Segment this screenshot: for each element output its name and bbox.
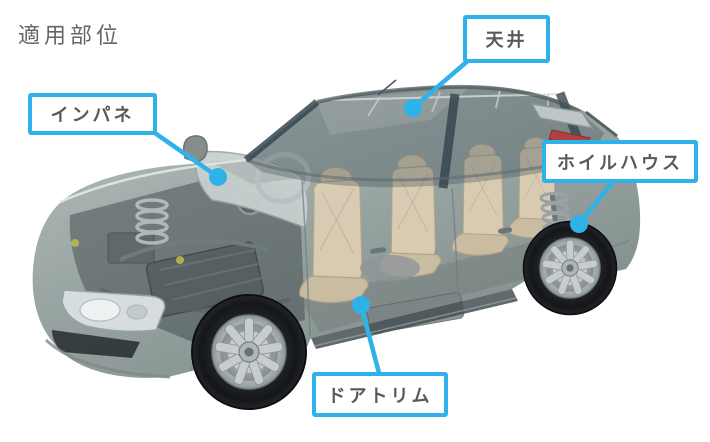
callout-instrument-panel-label: インパネ [50,105,135,126]
steering-wheel [254,152,312,204]
callout-door-trim: ドアトリム [312,372,448,417]
callout-wheel-house-label: ホイルハウス [557,152,683,174]
front-suspension-spring [135,198,169,245]
rear-spoiler [530,103,618,138]
front-wheel [192,295,306,409]
side-mirror [182,135,208,163]
callout-wheel-house: ホイルハウス [542,140,698,183]
headlight [61,289,166,333]
rear-wheel [524,222,617,315]
callout-instrument-panel: インパネ [28,93,157,135]
front-grille [44,330,171,379]
callout-ceiling-label: 天井 [485,30,528,51]
page-title: 適用部位 [18,24,123,49]
callout-ceiling: 天井 [463,15,550,63]
callout-door-trim-label: ドアトリム [327,385,433,407]
